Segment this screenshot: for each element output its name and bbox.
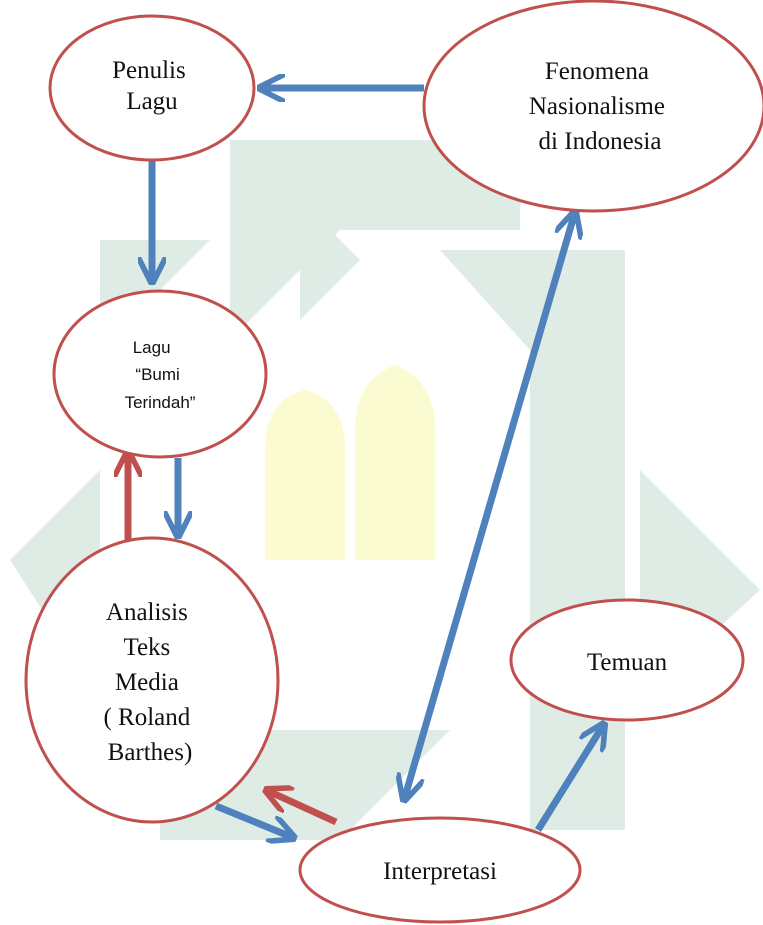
node-label-line: Media xyxy=(115,669,179,696)
node-label-line: Terindah” xyxy=(125,393,196,412)
node-label-line: Analisis xyxy=(106,599,188,626)
node-lagu-bumi-terindah: Lagu “Bumi Terindah” xyxy=(52,289,268,459)
node-analisis-teks-media: Analisis Teks Media ( Roland Barthes) xyxy=(24,536,280,824)
node-label-line: “Bumi xyxy=(135,365,179,384)
svg-text:Temuan: Temuan xyxy=(587,649,668,676)
node-label-line: Lagu xyxy=(126,88,178,115)
node-ellipse xyxy=(422,0,763,213)
node-label-line: Temuan xyxy=(587,649,668,676)
watermark-shape xyxy=(230,140,520,340)
node-ellipse xyxy=(48,14,256,162)
svg-text:Penulis Lagu: Penulis Lagu xyxy=(112,57,192,115)
edges xyxy=(128,88,604,838)
node-temuan: Temuan xyxy=(509,598,745,722)
node-label-line: Penulis xyxy=(112,57,186,84)
node-ellipse xyxy=(24,536,280,824)
node-ellipse xyxy=(509,598,745,722)
svg-text:Fenomena Nasionalisme: Fenomena Nasionalisme di Indonesia xyxy=(529,58,671,155)
svg-text:Analisis Teks Medi: Analisis Teks Media ( Roland Barthes) xyxy=(103,599,196,766)
arrow-interpretasi-to-analisis xyxy=(266,790,338,826)
node-label-line: Teks xyxy=(123,634,170,661)
node-label-line: ( Roland xyxy=(103,704,190,731)
node-label-line: Interpretasi xyxy=(383,858,497,885)
node-label-line: Fenomena xyxy=(545,58,649,85)
node-fenomena-nasionalisme: Fenomena Nasionalisme di Indonesia xyxy=(422,0,763,213)
node-ellipse xyxy=(52,289,268,459)
node-label-line: Nasionalisme xyxy=(529,93,665,120)
arrow-interpretasi-to-temuan xyxy=(535,724,604,832)
arrow-analisis-to-interpretasi xyxy=(214,802,294,838)
arrow-interpretasi-fenomena xyxy=(404,212,575,800)
node-label-line: Lagu xyxy=(133,338,171,357)
node-label-line: di Indonesia xyxy=(539,128,662,155)
svg-text:Lagu “Bumi Terinda: Lagu “Bumi Terindah” xyxy=(125,338,196,412)
node-penulis-lagu: Penulis Lagu xyxy=(48,14,256,162)
watermark-arch xyxy=(355,365,435,560)
watermark-shape xyxy=(440,250,625,830)
svg-text:Interpretasi: Interpretasi xyxy=(383,858,497,885)
watermark-shape xyxy=(300,200,360,320)
node-label-line: Barthes) xyxy=(108,739,193,766)
node-interpretasi: Interpretasi xyxy=(298,816,582,924)
node-ellipse xyxy=(298,816,582,924)
watermark-arch xyxy=(265,390,345,560)
